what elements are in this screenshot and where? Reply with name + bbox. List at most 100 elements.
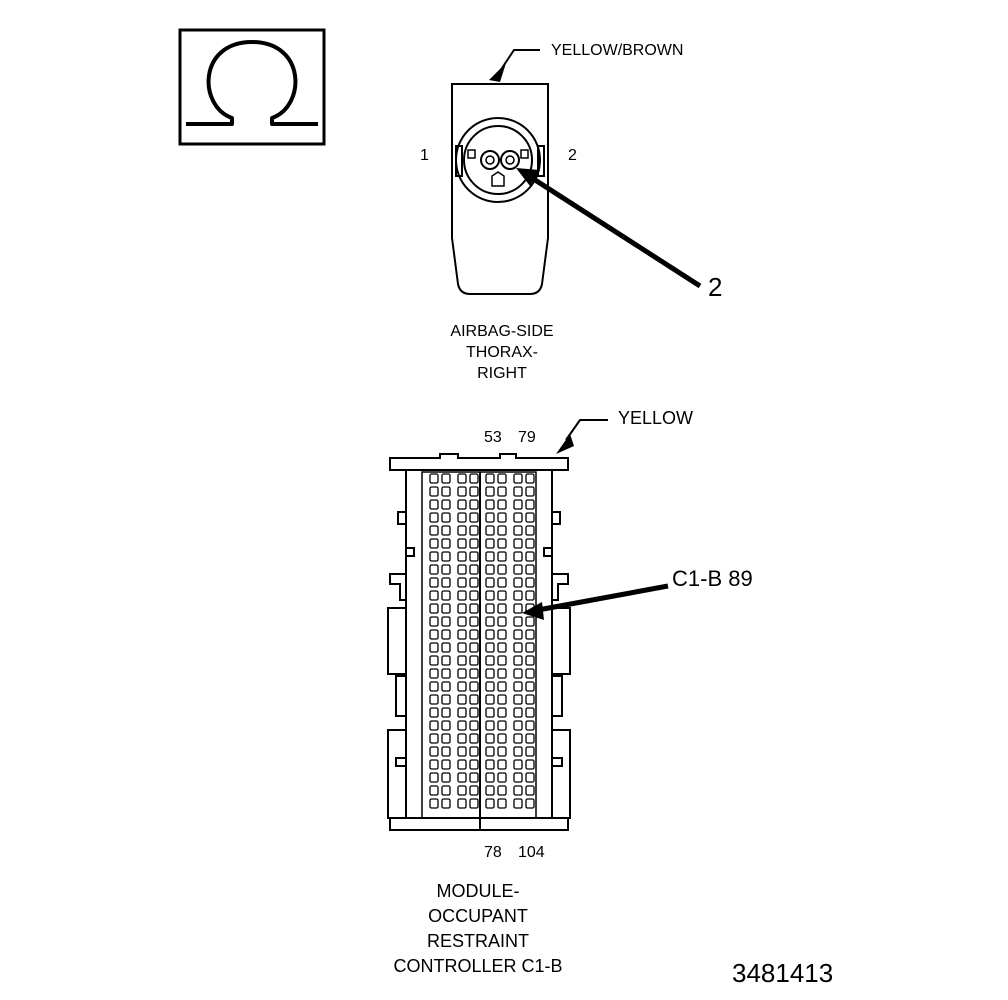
terminal-cavity: [525, 746, 535, 757]
terminal-cavity: [485, 629, 495, 640]
terminal-cavity: [485, 733, 495, 744]
pin-1-label: 1: [420, 147, 429, 164]
terminal-cavity: [485, 772, 495, 783]
terminal-cavity: [441, 486, 451, 497]
terminal-cavity: [457, 525, 467, 536]
terminal-cavity: [457, 746, 467, 757]
terminal-cavity: [441, 746, 451, 757]
terminal-cavity: [457, 499, 467, 510]
terminal-cavity: [513, 564, 523, 575]
terminal-cavity: [429, 733, 439, 744]
terminal-cavity: [497, 577, 507, 588]
terminal-cavity: [441, 525, 451, 536]
terminal-cavity: [485, 525, 495, 536]
terminal-cavity: [457, 707, 467, 718]
terminal-cavity: [513, 629, 523, 640]
terminal-cavity: [457, 733, 467, 744]
terminal-cavity: [469, 616, 479, 627]
terminal-cavity: [497, 525, 507, 536]
pin-104-label: 104: [518, 844, 545, 861]
terminal-cavity: [469, 564, 479, 575]
terminal-cavity: [429, 655, 439, 666]
terminal-cavity: [513, 538, 523, 549]
terminal-cavity: [457, 564, 467, 575]
terminal-cavity: [525, 590, 535, 601]
terminal-cavity: [485, 473, 495, 484]
pin-2-label: 2: [568, 147, 577, 164]
caption-line: RIGHT: [477, 365, 527, 382]
terminal-cavity: [469, 655, 479, 666]
terminal-cavity: [429, 798, 439, 809]
terminal-cavity: [457, 629, 467, 640]
terminal-cavity: [497, 772, 507, 783]
terminal-cavity: [457, 772, 467, 783]
terminal-cavity: [457, 655, 467, 666]
caption-line: THORAX-: [466, 344, 538, 361]
terminal-cavity: [429, 538, 439, 549]
terminal-cavity: [497, 551, 507, 562]
terminal-cavity: [429, 668, 439, 679]
lower-callout-label: C1-B 89: [672, 566, 753, 591]
terminal-cavity: [485, 681, 495, 692]
terminal-cavity: [457, 512, 467, 523]
terminal-cavity: [441, 551, 451, 562]
callout-arrow: [530, 175, 702, 289]
terminal-cavity: [525, 473, 535, 484]
terminal-cavity: [513, 590, 523, 601]
terminal-cavity: [513, 655, 523, 666]
terminal-cavity: [497, 733, 507, 744]
terminal-cavity: [497, 785, 507, 796]
terminal-cavity: [429, 590, 439, 601]
terminal-cavity: [469, 798, 479, 809]
terminal-cavity: [429, 694, 439, 705]
terminal-cavity: [441, 642, 451, 653]
terminal-cavity: [457, 603, 467, 614]
terminal-cavity: [429, 785, 439, 796]
terminal-cavity: [497, 512, 507, 523]
terminal-cavity: [525, 629, 535, 640]
terminal-cavity: [469, 525, 479, 536]
terminal-cavity: [513, 642, 523, 653]
terminal-cavity: [469, 538, 479, 549]
terminal-cavity: [485, 759, 495, 770]
terminal-cavity: [513, 603, 523, 614]
terminal-cavity: [513, 785, 523, 796]
terminal-cavity: [441, 512, 451, 523]
terminal-cavity: [513, 512, 523, 523]
terminal-cavity: [429, 564, 439, 575]
terminal-cavity: [513, 499, 523, 510]
caption-line: RESTRAINT: [426, 931, 529, 951]
terminal-cavity: [457, 616, 467, 627]
terminal-cavity: [429, 707, 439, 718]
terminal-cavity: [513, 525, 523, 536]
terminal-cavity: [457, 759, 467, 770]
terminal-cavity: [429, 499, 439, 510]
terminal-cavity: [513, 577, 523, 588]
wire-color-leader: [497, 49, 540, 75]
terminal-cavity: [513, 707, 523, 718]
upper-wire-color-label: YELLOW/BROWN: [551, 42, 684, 59]
terminal-cavity: [469, 473, 479, 484]
terminal-cavity: [457, 486, 467, 497]
terminal-cavity: [429, 512, 439, 523]
terminal-cavity: [441, 798, 451, 809]
terminal-cavity: [485, 707, 495, 718]
terminal-cavity: [485, 564, 495, 575]
terminal-cavity: [441, 772, 451, 783]
terminal-cavity: [429, 681, 439, 692]
terminal-cavity: [497, 746, 507, 757]
terminal-cavity: [441, 733, 451, 744]
terminal-cavity: [497, 486, 507, 497]
terminal-cavity: [485, 720, 495, 731]
terminal-cavity: [441, 616, 451, 627]
terminal-cavity: [457, 538, 467, 549]
terminal-cavity: [469, 746, 479, 757]
terminal-cavity: [429, 759, 439, 770]
terminal-cavity: [485, 798, 495, 809]
terminal-cavity: [497, 499, 507, 510]
terminal-cavity: [457, 694, 467, 705]
terminal-cavity: [513, 694, 523, 705]
terminal-cavity: [441, 603, 451, 614]
wire-color-leader: [565, 419, 608, 441]
